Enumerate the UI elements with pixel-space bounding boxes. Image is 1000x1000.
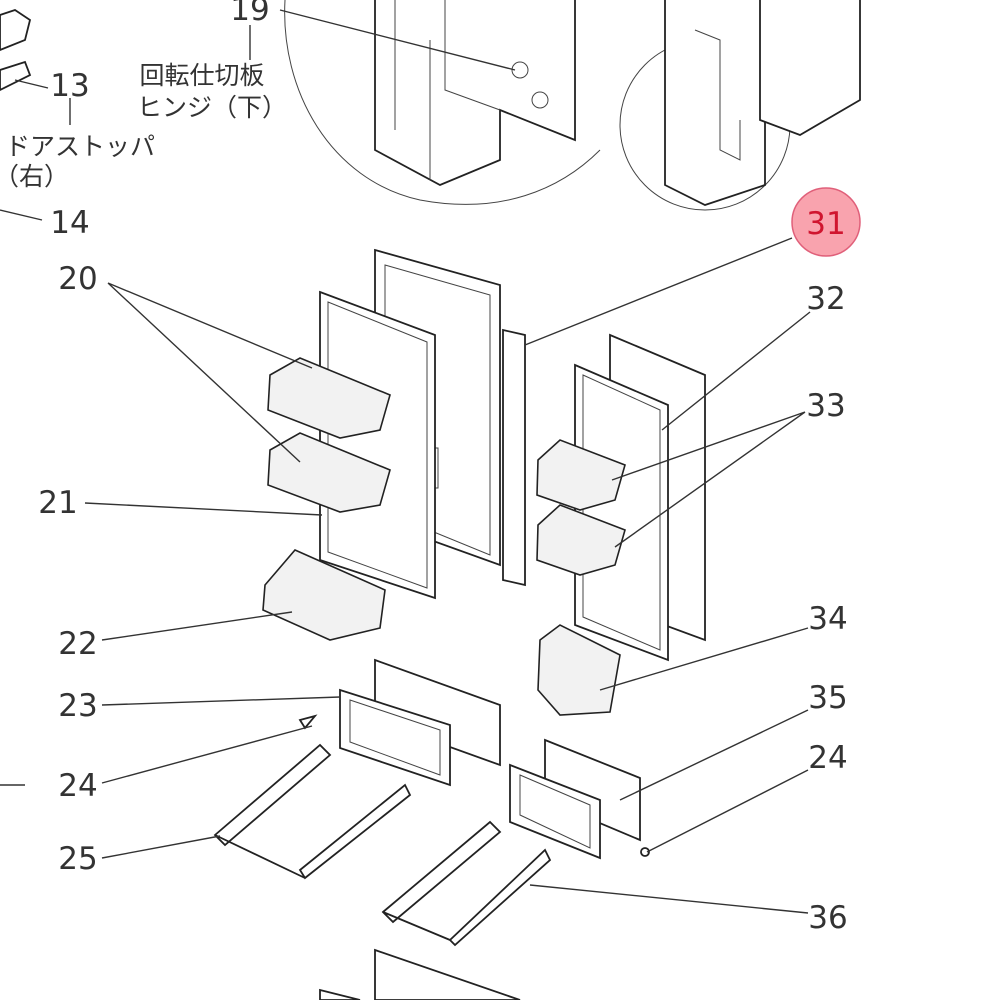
part-number-24-right[interactable]: 24 (808, 740, 847, 776)
lower-drawer-left (213, 658, 501, 880)
part-name-13-line2: （右） (0, 162, 69, 191)
part-number-31[interactable]: 31 (806, 206, 845, 242)
part-number-24-left[interactable]: 24 (58, 768, 97, 804)
highlight-circle (791, 187, 861, 257)
part-number-21[interactable]: 21 (38, 485, 77, 521)
part-number-36[interactable]: 36 (808, 900, 847, 936)
right-door (536, 333, 706, 716)
part-number-34[interactable]: 34 (808, 601, 847, 637)
part-number-25[interactable]: 25 (58, 841, 97, 877)
part-number-20[interactable]: 20 (58, 261, 97, 297)
hinge-detail-view (284, 0, 861, 211)
part-number-13[interactable]: 13 (50, 68, 89, 104)
part-name-19-line1: 回転仕切板 (139, 61, 264, 90)
part-number-14[interactable]: 14 (50, 205, 89, 241)
lower-drawer-right (319, 738, 650, 1000)
part-name-19-line2: ヒンジ（下） (137, 93, 287, 122)
part-31-highlight[interactable]: 31 (791, 187, 861, 257)
part-name-13-line1: ドアストッパ (5, 132, 155, 161)
left-door-bins (262, 357, 391, 641)
part-number-33[interactable]: 33 (806, 388, 845, 424)
hinge-bar-part (502, 328, 526, 587)
part-number-23[interactable]: 23 (58, 688, 97, 724)
part-number-32[interactable]: 32 (806, 281, 845, 317)
part-number-22[interactable]: 22 (58, 626, 97, 662)
leader-lines (0, 9, 811, 914)
part-number-19[interactable]: 19 (230, 0, 269, 28)
door-stopper-part (0, 9, 32, 92)
part-number-35[interactable]: 35 (808, 680, 847, 716)
